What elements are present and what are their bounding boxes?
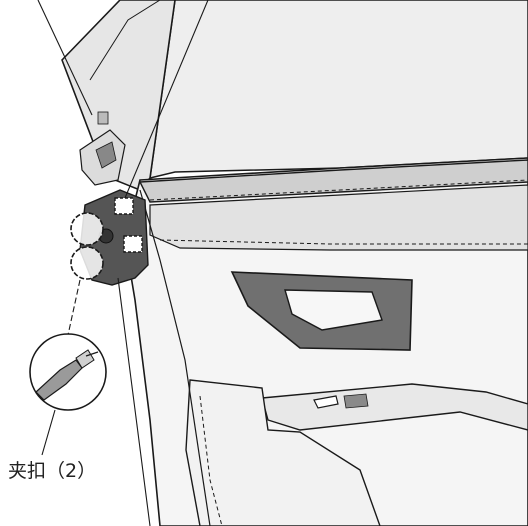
- clip-detail-stem: [85, 351, 99, 357]
- pocket-dash: [199, 395, 223, 526]
- leader-line-top-right: [124, 0, 209, 199]
- window-switch: [313, 395, 339, 409]
- leader-line-clip: [67, 279, 81, 336]
- door-edge: [139, 189, 211, 526]
- belt-trim-dash: [149, 179, 528, 201]
- armrest: [261, 383, 528, 431]
- switch-grille: [343, 393, 369, 409]
- leader-line-top-left: [37, 0, 93, 116]
- handle-lever: [284, 289, 383, 331]
- window-glass: [149, 0, 528, 179]
- belt-trim: [138, 159, 528, 203]
- clip-square-upper: [114, 197, 134, 215]
- clip-square-lower: [123, 235, 143, 253]
- clip-callout-label: 夹扣（2）: [8, 460, 97, 482]
- hinge-bolt: [97, 111, 109, 125]
- mirror-clip-circle-upper: [70, 212, 104, 246]
- leader-line-label: [41, 409, 56, 456]
- upper-panel-dash: [159, 239, 528, 245]
- upper-panel: [149, 184, 528, 251]
- hinge-detail: [95, 141, 117, 169]
- leader-line-bottom: [117, 277, 151, 526]
- door-pocket: [185, 379, 381, 526]
- mirror-clip-circle-lower: [70, 246, 104, 280]
- pillar-inner-line: [89, 0, 161, 81]
